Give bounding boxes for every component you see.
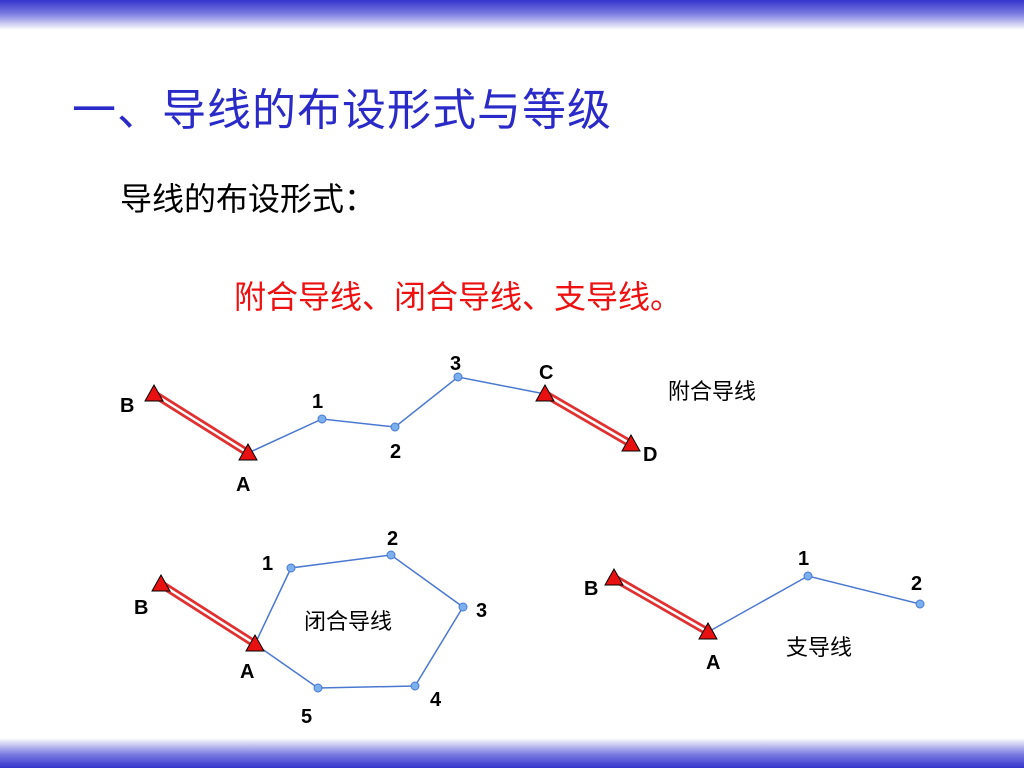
slide-title: 一、导线的布设形式与等级 [72,85,612,136]
label-b: B [134,597,148,619]
known-point-a [245,633,265,652]
known-point-c [535,383,555,402]
traverse-point-4 [410,681,420,691]
label-4: 4 [430,689,442,711]
known-point-b [151,573,171,592]
known-point-a [238,442,258,461]
traverse-point-3 [453,372,463,382]
label-a: A [236,474,250,496]
traverse-point-1 [803,571,813,581]
label-2: 2 [911,573,922,595]
traverse-point-3 [458,602,468,612]
traverse-forms-list: 附合导线、闭合导线、支导线。 [234,278,683,316]
section-subtitle: 导线的布设形式： [120,180,377,218]
caption-connecting-traverse: 附合导线 [668,380,756,405]
open-traverse-diagram: B A 1 2 支导线 [584,548,925,674]
known-edge-b-a [151,390,251,457]
traverse-point-1 [286,563,296,573]
traverse-point-5 [313,683,323,693]
label-3: 3 [476,600,487,622]
known-point-a [698,621,718,640]
label-c: C [539,362,553,384]
traverse-line [707,575,921,633]
known-point-b [604,567,624,586]
traverse-point-2 [386,550,396,560]
label-d: D [643,444,657,466]
label-b: B [584,578,598,600]
known-edge-c-d [542,390,634,448]
label-2: 2 [390,441,401,463]
label-a: A [706,652,720,674]
label-1: 1 [798,548,809,570]
known-edge-b-a [612,574,710,636]
caption-open-traverse: 支导线 [786,636,852,661]
label-1: 1 [262,553,273,575]
traverse-point-1 [317,414,327,424]
label-3: 3 [450,353,461,375]
bottom-gradient-band [0,738,1024,768]
traverse-point-2 [915,599,925,609]
label-b: B [120,395,134,417]
known-point-d [621,433,641,452]
label-a: A [240,661,254,683]
traverse-point-2 [390,422,400,432]
label-1: 1 [312,391,323,413]
label-5: 5 [301,706,312,728]
closed-traverse-diagram: B A 1 2 3 4 5 闭合导线 [134,528,487,728]
top-gradient-band [0,0,1024,30]
caption-closed-traverse: 闭合导线 [304,610,392,635]
known-edge-b-a [158,580,258,648]
connecting-traverse-diagram: B A 1 2 3 C D 附合导线 [120,353,756,496]
label-2: 2 [387,528,398,550]
known-point-b [144,383,164,402]
